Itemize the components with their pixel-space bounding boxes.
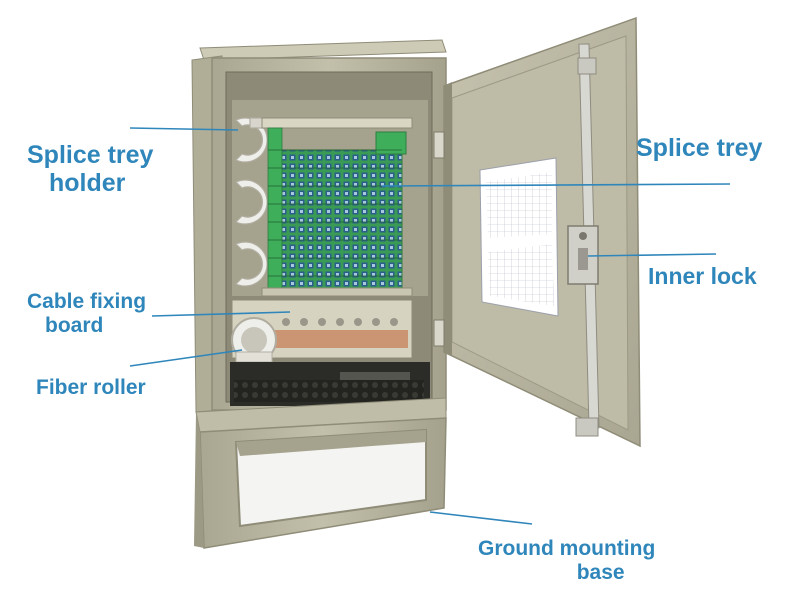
- leader-lines: [129, 127, 731, 525]
- leader-line-fiber-roller: [129, 349, 243, 367]
- cabinet-door: [433, 16, 641, 448]
- label-ground-mounting-base-line2: base: [576, 560, 625, 584]
- label-splice-trey-holder-line1: Splice trey: [27, 141, 154, 169]
- label-cable-fixing-board-line2: board: [45, 313, 104, 337]
- inner-lock: [567, 225, 599, 285]
- leader-line-inner-lock: [587, 253, 717, 257]
- leader-line-splice-trey: [381, 183, 731, 187]
- label-inner-lock: Inner lock: [648, 263, 757, 289]
- bottom-cable-area: [230, 362, 430, 406]
- leader-line-ground-mounting-base: [429, 511, 533, 525]
- splice-tray-stack: [261, 117, 413, 297]
- label-ground-mounting-base: Ground mounting base: [478, 537, 655, 584]
- label-splice-trey-holder-line2: holder: [49, 169, 126, 197]
- label-splice-trey-holder: Splice trey holder: [27, 141, 153, 197]
- label-cable-fixing-board: Cable fixing board: [27, 290, 146, 337]
- label-ground-mounting-base-line1: Ground mounting: [478, 537, 656, 560]
- fiber-roller: [231, 317, 277, 363]
- label-cable-fixing-board-line1: Cable fixing: [27, 290, 147, 313]
- leader-line-cable-fixing-board: [151, 311, 291, 317]
- leader-line-splice-trey-holder: [129, 127, 239, 131]
- label-splice-trey: Splice trey: [636, 134, 763, 162]
- label-fiber-roller: Fiber roller: [36, 376, 146, 399]
- splice-tray-holder: [234, 117, 268, 287]
- ground-mounting-base: [194, 397, 447, 549]
